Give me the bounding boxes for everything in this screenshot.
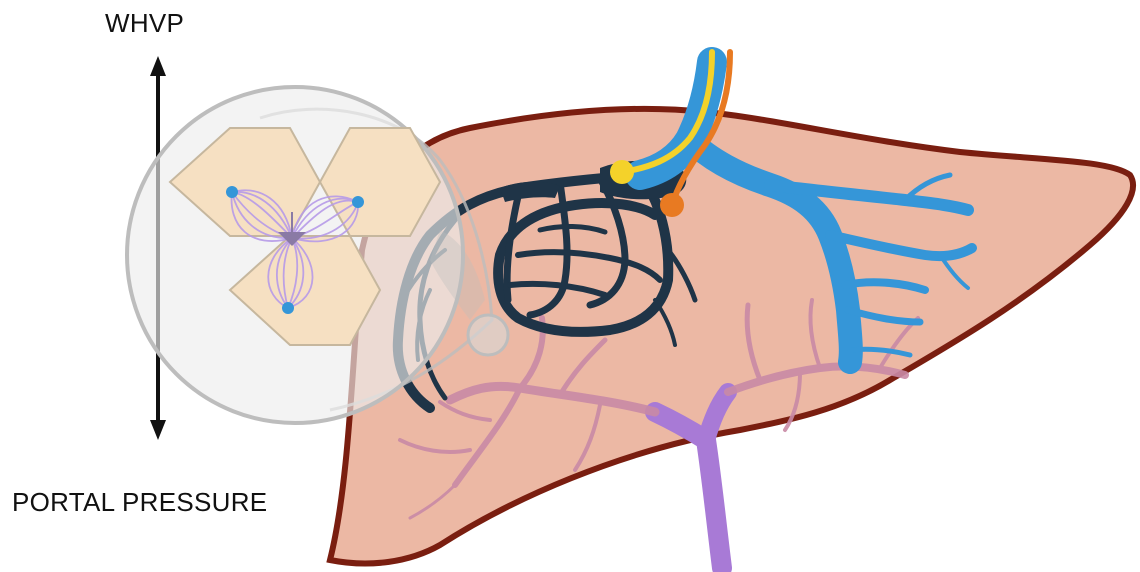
portal-pressure-label: PORTAL PRESSURE <box>12 487 267 518</box>
portal-triad-bottom <box>282 302 294 314</box>
whvp-label: WHVP <box>105 8 184 39</box>
portal-triad-right <box>352 196 364 208</box>
portal-triad-left <box>226 186 238 198</box>
